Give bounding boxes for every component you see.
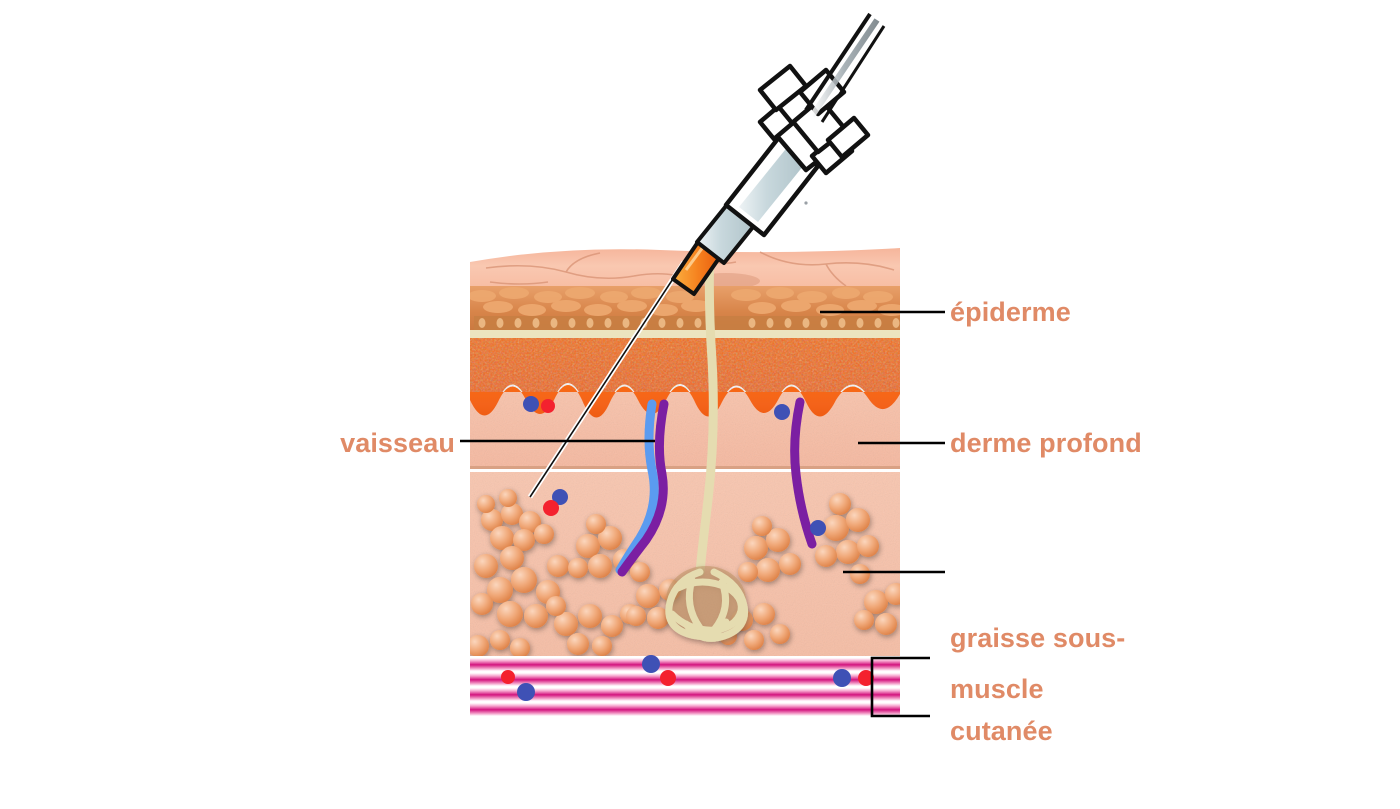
hair-follicle <box>695 245 718 577</box>
blue-cell <box>523 396 539 412</box>
muscle-bracket <box>870 656 930 718</box>
red-cell <box>543 500 559 516</box>
muscle-band <box>470 673 900 686</box>
barrel-fluid <box>739 145 808 222</box>
speck <box>804 201 808 205</box>
skin-cross-section-diagram <box>460 12 945 722</box>
fat-lobule <box>738 516 801 582</box>
label-epiderme: épiderme <box>950 297 1071 327</box>
basement-membrane <box>470 330 900 339</box>
label-derme-profond: derme profond <box>950 428 1142 458</box>
fat-lobule <box>477 489 554 551</box>
cells <box>501 396 874 701</box>
blue-cell <box>810 520 826 536</box>
label-graisse-line1: graisse sous- <box>950 623 1126 653</box>
blue-cell <box>517 683 535 701</box>
red-cell <box>501 670 515 684</box>
label-graisse-line2: cutanée <box>950 716 1053 746</box>
fat-lobule <box>626 562 681 629</box>
blood-vessels <box>615 397 817 577</box>
label-muscle: muscle <box>950 674 1044 704</box>
syringe-plunger[interactable] <box>757 63 871 160</box>
sweat-gland <box>665 566 749 642</box>
fat-lobule <box>815 493 879 584</box>
artery <box>790 397 817 549</box>
label-vaisseau: vaisseau <box>340 428 455 458</box>
epidermis-layer <box>470 286 900 332</box>
needle-shaft-outline <box>529 261 685 498</box>
fat-lobule <box>854 583 900 635</box>
red-cell <box>858 670 874 686</box>
epidermis-cells <box>470 287 900 330</box>
blue-cell <box>552 489 568 505</box>
blue-cell <box>833 669 851 687</box>
plunger-rod-upper <box>804 12 886 123</box>
leader-lines <box>460 310 945 718</box>
fat-lobule <box>471 546 569 628</box>
muscle-band <box>470 703 900 716</box>
muscle-band <box>470 688 900 701</box>
blue-cell <box>642 655 660 673</box>
red-cell <box>660 670 676 686</box>
red-cell <box>541 399 555 413</box>
fat-lobule <box>546 596 640 656</box>
illustration-canvas: épiderme derme profond graisse sous- cut… <box>340 12 1142 746</box>
vein <box>615 399 659 575</box>
syringe[interactable] <box>527 12 886 499</box>
blue-cell <box>774 404 790 420</box>
muscle-band <box>470 658 900 671</box>
muscle-layer <box>470 656 900 722</box>
dermis-hypodermis-boundary <box>470 466 900 473</box>
reticular-dermis-layer <box>470 385 900 468</box>
fat-lobule <box>470 630 530 656</box>
artery <box>617 399 669 577</box>
skin-block <box>470 245 900 722</box>
